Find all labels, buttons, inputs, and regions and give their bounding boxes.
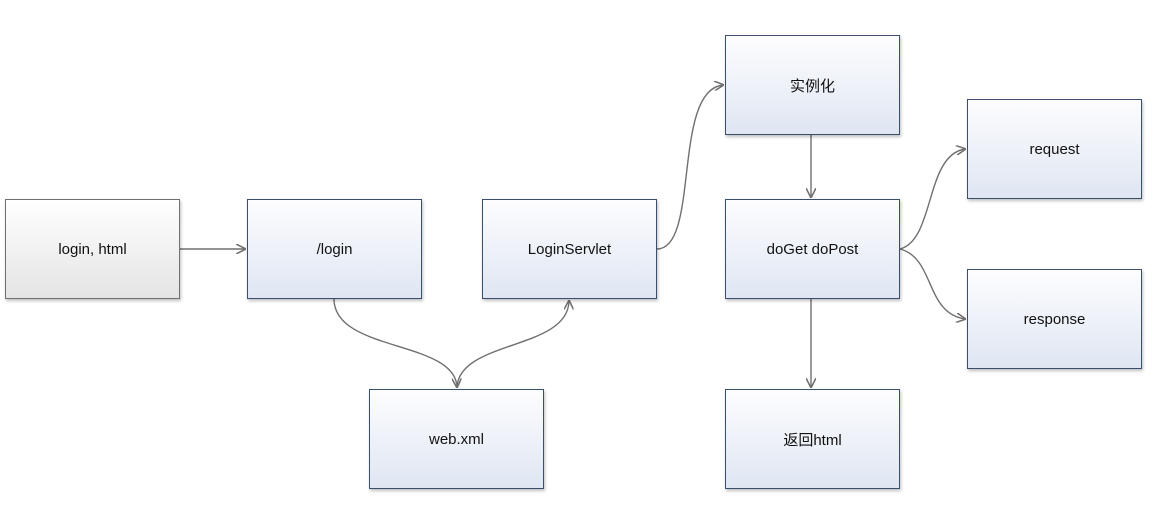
- node-instantiate-label: 实例化: [789, 77, 835, 95]
- node-login-path: /login: [247, 199, 422, 299]
- node-return-html-label: 返回html: [783, 431, 842, 449]
- node-instantiate: 实例化: [725, 35, 900, 135]
- edge-login-servlet-to-instantiate: [656, 85, 723, 250]
- edge-web-xml-to-login-servlet: [456, 301, 569, 388]
- node-web-xml-label: web.xml: [428, 430, 484, 448]
- node-login-html-label: login, html: [58, 240, 127, 258]
- edge-login-path-to-web-xml: [333, 298, 457, 387]
- node-login-servlet-label: LoginServlet: [527, 240, 612, 258]
- node-login-path-label: /login: [316, 240, 353, 258]
- node-doget-dopost: doGet doPost: [725, 199, 900, 299]
- edge-doget-to-response: [899, 248, 965, 319]
- node-login-html: login, html: [5, 199, 180, 299]
- node-web-xml: web.xml: [369, 389, 544, 489]
- node-doget-dopost-label: doGet doPost: [766, 240, 859, 258]
- node-request: request: [967, 99, 1142, 199]
- node-response-label: response: [1023, 310, 1086, 328]
- node-login-servlet: LoginServlet: [482, 199, 657, 299]
- node-request-label: request: [1029, 140, 1080, 158]
- node-response: response: [967, 269, 1142, 369]
- edge-doget-to-request: [899, 149, 965, 250]
- node-return-html: 返回html: [725, 389, 900, 489]
